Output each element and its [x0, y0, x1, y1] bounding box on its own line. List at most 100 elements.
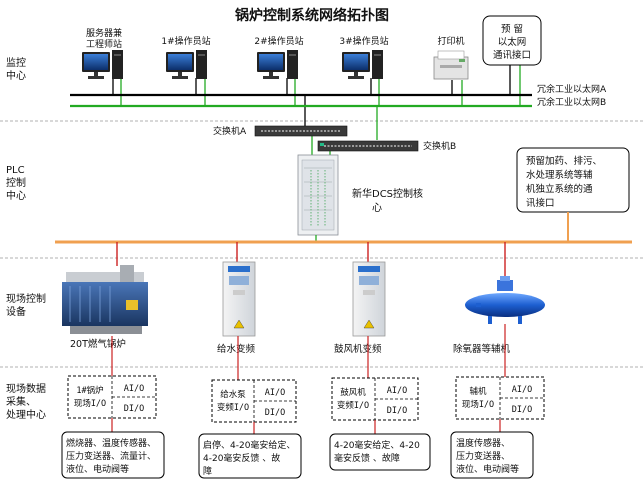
io-box-feed-pump: 给水泵 变频I/O AI/O DI/O — [211, 379, 297, 423]
signal-drops — [111, 418, 501, 434]
io-box-boiler: 1#锅炉 现场I/O AI/O DI/O — [67, 375, 157, 419]
svg-text:给水泵: 给水泵 — [220, 389, 246, 400]
svg-text:机独立系统的通: 机独立系统的通 — [526, 183, 593, 195]
printer: 打印机 — [433, 35, 469, 80]
reserve-ethernet-box: 预 留 以太网 通讯接口 — [482, 15, 542, 66]
svg-text:以太网: 以太网 — [498, 36, 527, 48]
signal-box-boiler: 燃烧器、温度传感器、 压力变送器、流量计、 液位、电动阀等 — [61, 431, 165, 479]
svg-text:液位、电动阀等: 液位、电动阀等 — [66, 463, 129, 475]
switch-a: 交换机A — [213, 125, 348, 137]
svg-text:压力变送器、流量计、: 压力变送器、流量计、 — [66, 450, 156, 462]
zone-label-monitor: 监控 中心 — [6, 56, 26, 82]
device-drops — [116, 242, 506, 280]
svg-text:AI/O: AI/O — [265, 388, 285, 398]
svg-text:现场I/O: 现场I/O — [462, 400, 494, 410]
zone-label-plc: PLC 控制 中心 — [6, 165, 26, 202]
signal-box-blower: 4-20毫安给定、4-20 毫安反馈 、故障 — [329, 433, 431, 471]
computer-icon — [82, 50, 123, 79]
svg-text:3#操作员站: 3#操作员站 — [339, 35, 388, 47]
ethernet-a-drops — [112, 65, 511, 127]
printer-icon — [433, 50, 469, 80]
boiler-icon — [62, 265, 148, 334]
svg-text:现场I/O: 现场I/O — [74, 399, 106, 409]
io-drops — [111, 324, 506, 380]
svg-text:DI/O: DI/O — [387, 406, 407, 416]
svg-text:采集、: 采集、 — [6, 395, 36, 408]
svg-text:启停、4-20毫安给定、: 启停、4-20毫安给定、 — [203, 439, 295, 451]
switch-a-label: 交换机A — [213, 125, 247, 137]
svg-text:1#锅炉: 1#锅炉 — [76, 385, 103, 396]
svg-text:温度传感器、: 温度传感器、 — [456, 437, 510, 449]
svg-text:DI/O: DI/O — [124, 404, 144, 414]
svg-text:处理中心: 处理中心 — [6, 408, 46, 421]
svg-text:通讯接口: 通讯接口 — [493, 49, 531, 61]
svg-text:给水变频: 给水变频 — [217, 343, 256, 355]
svg-text:预 留: 预 留 — [501, 23, 523, 35]
svg-text:现场控制: 现场控制 — [6, 292, 46, 305]
server-station: 服务器兼 工程师站 — [82, 27, 123, 79]
svg-text:20T燃气锅炉: 20T燃气锅炉 — [70, 338, 126, 350]
svg-text:DI/O: DI/O — [512, 405, 532, 415]
operator-station-2: 2#操作员站 — [254, 35, 304, 79]
svg-text:变频I/O: 变频I/O — [337, 400, 369, 411]
operator-station-3: 3#操作员站 — [339, 35, 389, 79]
ethernet-b-drops — [120, 65, 521, 155]
svg-text:设备: 设备 — [6, 305, 26, 318]
svg-text:服务器兼: 服务器兼 — [86, 27, 122, 39]
switch-b: 交换机B — [317, 140, 456, 152]
svg-text:DI/O: DI/O — [265, 408, 285, 418]
switch-icon — [317, 140, 419, 152]
svg-text:2#操作员站: 2#操作员站 — [254, 35, 303, 47]
svg-text:中心: 中心 — [6, 69, 26, 82]
vfd-icon — [222, 261, 256, 337]
svg-text:中心: 中心 — [6, 189, 26, 202]
svg-text:鼓风机: 鼓风机 — [340, 387, 366, 398]
svg-text:AI/O: AI/O — [512, 385, 532, 395]
diagram-title: 锅炉控制系统网络拓扑图 — [235, 7, 389, 24]
svg-text:液位、电动阀等: 液位、电动阀等 — [456, 463, 519, 475]
vfd-icon — [352, 261, 386, 337]
svg-text:讯接口: 讯接口 — [526, 197, 555, 209]
svg-text:水处理系统等辅: 水处理系统等辅 — [526, 169, 593, 181]
svg-text:现场数据: 现场数据 — [6, 382, 46, 395]
computer-icon — [342, 50, 383, 79]
boiler: 20T燃气锅炉 — [62, 265, 148, 350]
operator-station-1: 1#操作员站 — [161, 35, 211, 79]
svg-text:燃烧器、温度传感器、: 燃烧器、温度传感器、 — [66, 437, 156, 449]
svg-text:控制: 控制 — [6, 176, 26, 189]
signal-box-feed-pump: 启停、4-20毫安给定、 4-20毫安反馈 、故 障 — [198, 433, 302, 479]
zone-label-data: 现场数据 采集、 处理中心 — [6, 382, 46, 421]
computer-icon — [166, 50, 207, 79]
svg-text:AI/O: AI/O — [124, 384, 144, 394]
ethernet-a-label: 冗余工业以太网A — [537, 83, 607, 95]
cabinet-icon — [297, 154, 339, 236]
tank-icon — [465, 276, 545, 324]
svg-text:AI/O: AI/O — [387, 386, 407, 396]
svg-text:辅机: 辅机 — [469, 386, 487, 397]
zone-label-field: 现场控制 设备 — [6, 292, 46, 318]
svg-text:毫安反馈 、故障: 毫安反馈 、故障 — [334, 452, 400, 464]
switch-b-label: 交换机B — [423, 140, 456, 152]
deaerator: 除氧器等辅机 — [453, 276, 545, 355]
svg-text:1#操作员站: 1#操作员站 — [161, 35, 210, 47]
svg-text:打印机: 打印机 — [437, 35, 464, 47]
svg-text:4-20毫安反馈 、故: 4-20毫安反馈 、故 — [203, 452, 280, 464]
io-box-aux: 辅机 现场I/O AI/O DI/O — [455, 376, 545, 420]
svg-text:监控: 监控 — [6, 56, 26, 69]
ethernet-b-label: 冗余工业以太网B — [537, 96, 606, 108]
svg-text:工程师站: 工程师站 — [86, 38, 122, 50]
svg-text:新华DCS控制核: 新华DCS控制核 — [352, 187, 423, 200]
reserve-aux-box: 预留加药、排污、 水处理系统等辅 机独立系统的通 讯接口 — [516, 147, 630, 213]
svg-text:障: 障 — [203, 465, 212, 477]
svg-text:压力变送器、: 压力变送器、 — [456, 450, 510, 462]
blower-vfd: 鼓风机变频 — [334, 261, 386, 355]
feed-water-vfd: 给水变频 — [217, 261, 256, 355]
io-box-blower: 鼓风机 变频I/O AI/O DI/O — [331, 377, 419, 421]
svg-text:PLC: PLC — [6, 165, 25, 176]
svg-text:4-20毫安给定、4-20: 4-20毫安给定、4-20 — [334, 439, 420, 451]
svg-text:变频I/O: 变频I/O — [217, 402, 249, 413]
svg-text:心: 心 — [372, 202, 382, 214]
dcs-controller: 新华DCS控制核 心 — [297, 154, 423, 236]
